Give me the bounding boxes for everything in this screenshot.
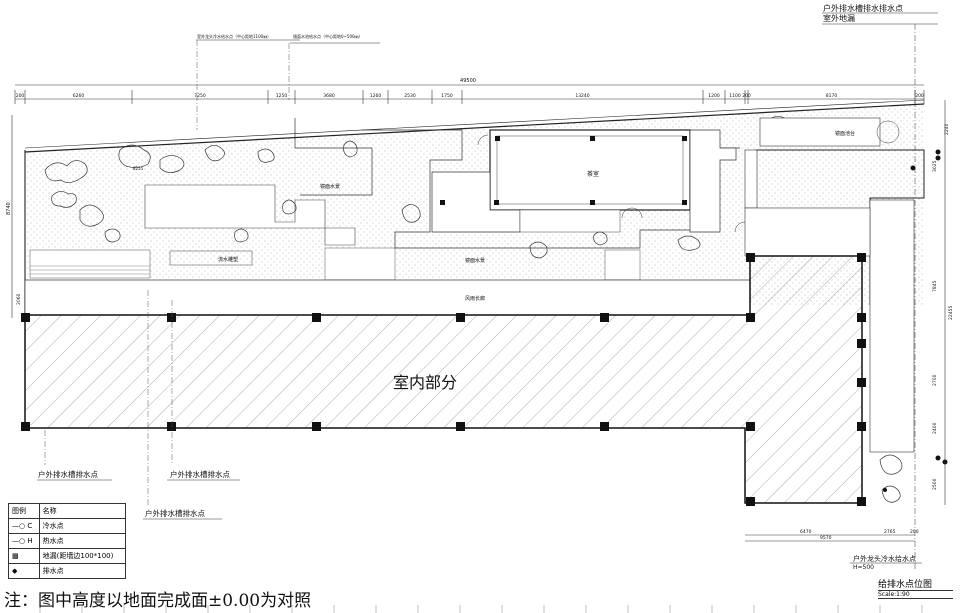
dimension-segment-label: 13240 bbox=[575, 93, 589, 99]
right-dim-d: 2700 bbox=[932, 374, 938, 386]
dimension-segment-label: 1750 bbox=[441, 93, 453, 99]
legend-header-symbol: 图例 bbox=[8, 503, 40, 519]
drawing-scale: Scale:1:90 bbox=[878, 591, 953, 599]
outdoor-floor-drain-label: 室外地漏 bbox=[823, 13, 855, 23]
drawing-note: 注：图中高度以地面完成面±0.00为对照 bbox=[4, 591, 312, 611]
room-label-stream-sculpture: 流水雕塑 bbox=[218, 256, 238, 263]
title-block: 给排水点位图 Scale:1:90 bbox=[878, 577, 953, 599]
tap-label-height: H=500 bbox=[853, 564, 874, 571]
dimension-segment-label: 2530 bbox=[404, 93, 416, 99]
drain-label-left-b: 户外排水槽排水点 bbox=[170, 469, 230, 479]
right-dim-e: 2400 bbox=[932, 422, 938, 434]
right-dim-total: 22455 bbox=[948, 306, 954, 320]
drawing-title: 给排水点位图 bbox=[878, 577, 953, 591]
dimension-segment-label: 1200 bbox=[708, 93, 720, 99]
dimension-segment-label: 200 bbox=[16, 93, 25, 99]
right-dim-f: 2500 bbox=[932, 478, 938, 490]
room-label-water-landscape: 镜面水景 bbox=[465, 257, 485, 264]
legend-symbol-drain: ▩ bbox=[8, 548, 40, 564]
right-dim-c: 7845 bbox=[932, 280, 938, 292]
bottom-dim-b: 2765 bbox=[884, 529, 896, 535]
legend-name-drain: 地漏(距墙边100*100) bbox=[38, 548, 127, 564]
room-label-tea: 茶室 bbox=[587, 170, 599, 178]
legend-name-hot: 热水点 bbox=[38, 533, 127, 549]
dimension-ticks bbox=[14, 90, 925, 104]
room-label-mirror-pool-right: 镜面池台 bbox=[835, 130, 855, 137]
dimension-segment-labels: 200 6260 7250 1250 3680 1260 2530 1750 13240 1200… bbox=[16, 93, 924, 99]
legend-name-outlet: 排水点 bbox=[38, 563, 127, 579]
structural-columns bbox=[21, 253, 866, 506]
inner-dim-a: 8255 bbox=[133, 166, 144, 171]
dimension-segment-label: 3680 bbox=[323, 93, 335, 99]
right-dim-b: 3025 bbox=[932, 160, 938, 172]
room-label-indoor: 室内部分 bbox=[393, 373, 457, 392]
dimension-segment-label: 200 bbox=[742, 93, 751, 99]
legend-symbol-outlet: ◆ bbox=[8, 563, 40, 579]
legend-symbol-cold: —○ C bbox=[8, 518, 40, 534]
dimension-segment-label: 1100 bbox=[729, 93, 741, 99]
dimension-segment-label: 200 bbox=[915, 93, 924, 99]
dimension-segment-label: 1250 bbox=[276, 93, 288, 99]
drain-label-left-a: 户外排水槽排水点 bbox=[38, 469, 98, 479]
outdoor-drain-label-top: 户外排水槽排水排水点 bbox=[823, 3, 903, 13]
drain-label-left-c: 户外排水槽排水点 bbox=[145, 508, 205, 518]
left-height-dimension: 8740 bbox=[6, 202, 12, 215]
left-small-dim: 2060 bbox=[16, 293, 22, 305]
tap-point-label: 室外龙头冷水给水点（中心距地1100㎜） bbox=[197, 33, 271, 39]
room-label-corridor: 风雨长廊 bbox=[465, 295, 485, 302]
dimension-segment-label: 1260 bbox=[370, 93, 382, 99]
legend-name-cold: 冷水点 bbox=[38, 518, 127, 534]
legend-symbol-hot: —○ H bbox=[8, 533, 40, 549]
legend-header-name: 名称 bbox=[38, 503, 127, 519]
overall-dimension: 49500 bbox=[460, 78, 476, 84]
bottom-dim-a: 6470 bbox=[800, 529, 812, 535]
bottom-dim-total: 9570 bbox=[820, 535, 832, 541]
room-label-mirror-water: 镜面水景 bbox=[320, 183, 340, 190]
dimension-segment-label: 8170 bbox=[826, 93, 838, 99]
dimension-segment-label: 7250 bbox=[194, 93, 206, 99]
mirror-pool-point-label: 镜面水池给水点（中心距地0~500㎜） bbox=[293, 33, 363, 39]
tap-label-right: 户外龙头冷水给水点 bbox=[853, 554, 916, 563]
right-dim-a: 2240 bbox=[944, 123, 950, 135]
bottom-dim-c: 200 bbox=[910, 529, 919, 535]
dimension-segment-label: 6260 bbox=[73, 93, 85, 99]
